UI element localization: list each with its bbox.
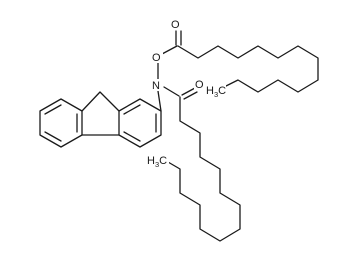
amide-chain-methyl-label: H3C [147,155,167,169]
atom-labels: O O N O H3C H3C [146,18,226,169]
ester-alkyl-chain [177,45,319,93]
ester-chain-methyl-label: H3C [206,85,226,99]
oxygen-to-carbonyl-bond [161,45,178,55]
amide-carbonyl-double-bond [181,87,198,100]
amide-oxygen-label: O [195,79,204,91]
nitrogen-to-amide-carbonyl-bond [163,86,180,97]
right-benzene-inner-bonds [123,104,157,142]
fluorene-ring-system [39,91,162,148]
ester-carbonyl-double-bond [175,30,182,46]
carbonyl-oxygen-label: O [171,19,180,31]
five-membered-ring [81,91,120,136]
amide-alkyl-chain [167,96,241,242]
left-benzene-ring [39,98,83,148]
right-benzene-ring [118,98,162,148]
ring-to-nitrogen-bond [157,90,162,112]
nitrogen-label: N [152,80,160,92]
ester-oxygen-label: O [152,52,161,64]
left-benzene-inner-bonds [44,104,78,142]
